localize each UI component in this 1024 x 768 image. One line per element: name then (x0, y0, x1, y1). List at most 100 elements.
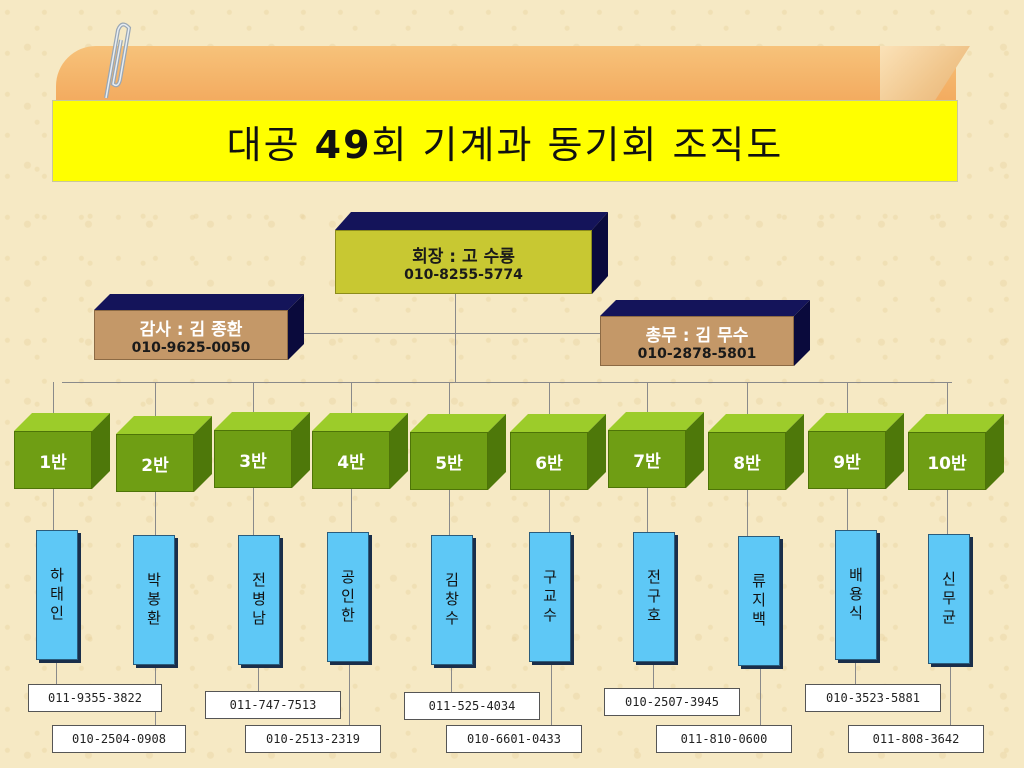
title-scroll-fold (880, 46, 970, 102)
connector-line (847, 382, 848, 431)
class-box-8: 8반 (708, 414, 804, 490)
class-box-top (410, 414, 506, 432)
connector-line (253, 382, 254, 430)
connector-line (258, 665, 259, 691)
class-box-side (786, 414, 804, 490)
connector-line (950, 664, 951, 725)
connector-line (647, 488, 648, 532)
class-box-3: 3반 (214, 412, 310, 488)
phone-label: 011-9355-3822 (28, 684, 162, 712)
class-box-4: 4반 (312, 413, 408, 489)
class-box-top (312, 413, 408, 431)
class-box-side (292, 412, 310, 488)
class-box-face: 1반 (14, 431, 92, 489)
connector-line (155, 492, 156, 535)
title-banner: 대공 49회 기계과 동기회 조직도 (52, 100, 958, 182)
class-box-7: 7반 (608, 412, 704, 488)
class-box-9: 9반 (808, 413, 904, 489)
class-box-face: 6반 (510, 432, 588, 490)
connector-line (760, 666, 761, 725)
class-box-side (986, 414, 1004, 490)
connector-line (351, 489, 352, 532)
connector-line (53, 382, 54, 431)
phone-label: 010-2513-2319 (245, 725, 381, 753)
class-label: 3반 (239, 451, 267, 472)
class-label: 6반 (535, 453, 563, 474)
connector-line (449, 382, 450, 432)
auditor-phone: 010-9625-0050 (131, 339, 251, 356)
page-title: 대공 49회 기계과 동기회 조직도 (226, 122, 784, 167)
phone-label: 011-810-0600 (656, 725, 792, 753)
class-label: 7반 (633, 451, 661, 472)
phone-label: 010-2504-0908 (52, 725, 186, 753)
class-box-side (588, 414, 606, 490)
member-card-9: 배용식 (835, 530, 877, 660)
connector-line (62, 382, 952, 383)
class-label: 1반 (39, 452, 67, 473)
member-card-1: 하태인 (36, 530, 78, 660)
member-name: 김창수 (442, 571, 461, 629)
member-name: 신무균 (939, 570, 958, 628)
member-card-5: 김창수 (431, 535, 473, 665)
class-box-top (608, 412, 704, 430)
class-label: 4반 (337, 452, 365, 473)
connector-line (847, 489, 848, 530)
secretary-title: 총무 : 김 무수 (645, 325, 749, 346)
class-box-face: 4반 (312, 431, 390, 489)
connector-line (449, 490, 450, 535)
connector-line (947, 490, 948, 534)
phone-label: 011-747-7513 (205, 691, 341, 719)
connector-line (549, 382, 550, 432)
connector-line (53, 489, 54, 530)
secretary-phone: 010-2878-5801 (637, 345, 757, 362)
phone-label: 011-525-4034 (404, 692, 540, 720)
class-box-face: 8반 (708, 432, 786, 490)
member-name: 구교수 (540, 568, 559, 626)
class-box-top (116, 416, 212, 434)
class-box-face: 7반 (608, 430, 686, 488)
class-box-side (92, 413, 110, 489)
class-label: 5반 (435, 453, 463, 474)
class-box-top (214, 412, 310, 430)
connector-line (455, 294, 456, 382)
phone-label: 011-808-3642 (848, 725, 984, 753)
connector-line (647, 382, 648, 430)
class-box-top (708, 414, 804, 432)
president-title: 회장 : 고 수룡 (412, 246, 515, 267)
connector-line (253, 488, 254, 535)
class-box-top (14, 413, 110, 431)
title-scroll-decoration (56, 46, 956, 108)
paperclip-icon (104, 22, 132, 99)
phone-label: 010-6601-0433 (446, 725, 582, 753)
class-box-side (194, 416, 212, 492)
connector-line (451, 665, 452, 692)
class-box-face: 5반 (410, 432, 488, 490)
connector-line (551, 662, 552, 725)
connector-line (155, 382, 156, 434)
member-card-7: 전구호 (633, 532, 675, 662)
class-box-1: 1반 (14, 413, 110, 489)
class-label: 10반 (927, 453, 967, 474)
secretary-box: 총무 : 김 무수 010-2878-5801 (600, 300, 810, 366)
class-box-6: 6반 (510, 414, 606, 490)
connector-line (351, 382, 352, 431)
class-box-top (510, 414, 606, 432)
class-label: 9반 (833, 452, 861, 473)
member-card-8: 류지백 (738, 536, 780, 666)
class-box-face: 3반 (214, 430, 292, 488)
connector-line (653, 662, 654, 688)
connector-line (947, 382, 948, 432)
president-phone: 010-8255-5774 (404, 266, 523, 283)
class-label: 8반 (733, 453, 761, 474)
member-card-6: 구교수 (529, 532, 571, 662)
member-name: 공인한 (338, 568, 357, 626)
connector-line (549, 490, 550, 532)
connector-line (747, 382, 748, 432)
member-card-10: 신무균 (928, 534, 970, 664)
phone-label: 010-2507-3945 (604, 688, 740, 716)
connector-line (349, 662, 350, 725)
member-name: 배용식 (846, 566, 865, 624)
connector-line (855, 660, 856, 684)
class-box-top (908, 414, 1004, 432)
connector-line (747, 490, 748, 536)
